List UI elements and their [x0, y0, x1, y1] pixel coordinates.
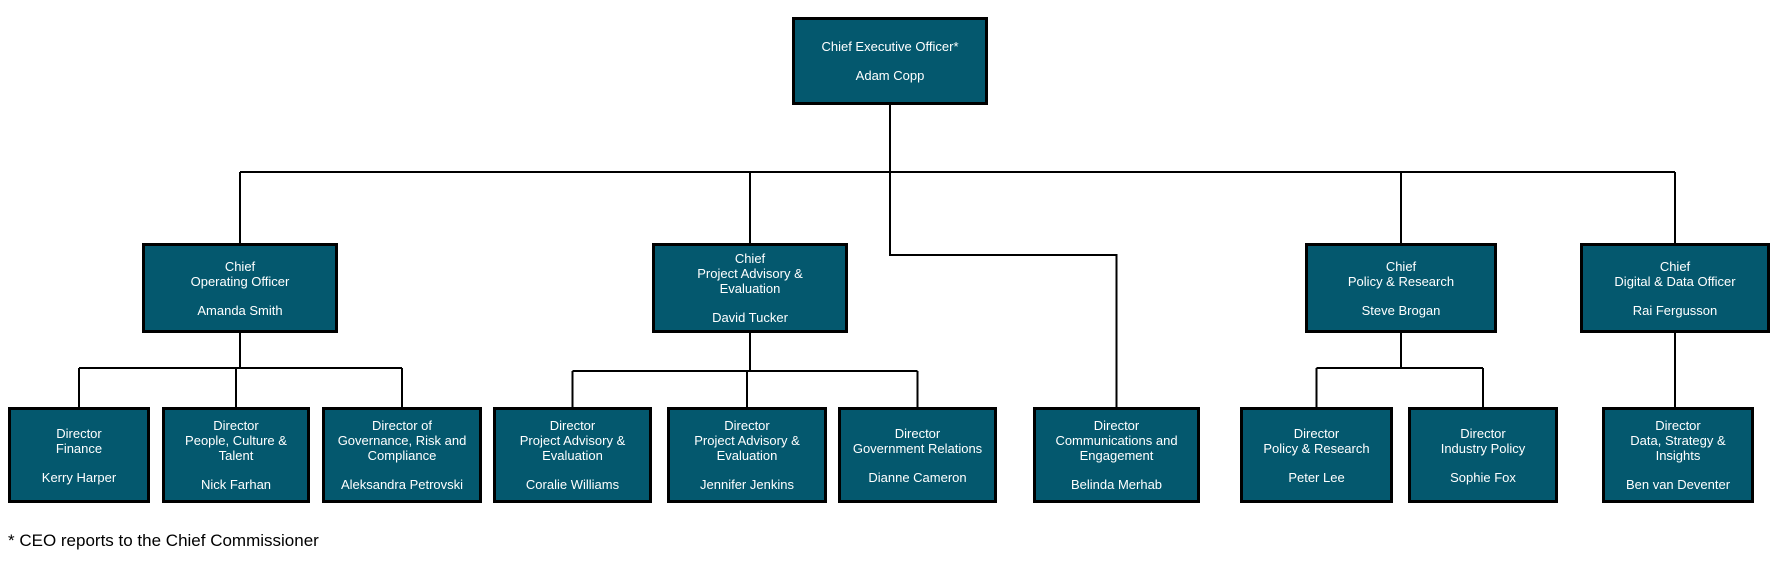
role-line: Director [1293, 425, 1340, 441]
role-line: Director [549, 418, 596, 433]
role-line: Director [1093, 418, 1140, 433]
person-name: Sophie Fox [1450, 469, 1516, 485]
role-title: Chief Executive Officer* [821, 39, 958, 54]
person-name: David Tucker [712, 310, 788, 325]
org-node-ceo: Chief Executive Officer* Adam Copp [792, 17, 988, 105]
person-name: Dianne Cameron [868, 469, 967, 485]
role-line: Chief [1659, 258, 1691, 274]
role-line: Industry Policy [1440, 440, 1526, 456]
role-line: Chief [734, 251, 766, 266]
role-line: Director [894, 425, 941, 441]
role-line: Policy & Research [1347, 273, 1455, 289]
role-line: Director [1460, 425, 1506, 441]
connector [889, 172, 1118, 407]
role-line: Project Advisory & [697, 266, 803, 281]
role-line: Finance [55, 440, 103, 456]
role-line: Policy & Research [1263, 440, 1370, 456]
role-line: Governance, Risk and [337, 433, 467, 448]
person-name: Peter Lee [1288, 469, 1345, 485]
person-name: Adam Copp [855, 68, 925, 83]
role-line: Data, Strategy & [1630, 433, 1726, 448]
role-line: Evaluation [542, 448, 603, 463]
role-line: Digital & Data Officer [1614, 273, 1736, 289]
person-name: Belinda Merhab [1070, 477, 1163, 492]
role-line: Chief Executive Officer* [821, 39, 959, 54]
role-line: Director [1655, 418, 1701, 433]
person-name: Jennifer Jenkins [700, 477, 794, 492]
role-line: People, Culture & [185, 433, 287, 448]
role-line: Evaluation [719, 281, 781, 296]
role-line: Chief [1385, 258, 1417, 274]
role-line: Operating Officer [190, 273, 290, 289]
role-line: Director [724, 418, 770, 433]
role-line: Director of [372, 418, 432, 433]
person-name: Amanda Smith [197, 302, 283, 318]
person-name: Aleksandra Petrovski [340, 477, 464, 492]
role-line: Compliance [367, 448, 437, 463]
role-line: Insights [1655, 448, 1701, 463]
role-line: Talent [218, 448, 254, 463]
role-line: Project Advisory & [694, 433, 800, 448]
role-line: Chief [224, 258, 256, 274]
person-name: Rai Fergusson [1632, 302, 1718, 318]
role-line: Project Advisory & [519, 433, 626, 448]
role-line: Director [213, 418, 259, 433]
role-line: Director [56, 425, 102, 441]
footnote: * CEO reports to the Chief Commissioner [8, 531, 319, 550]
role-line: Communications and [1055, 433, 1178, 448]
person-name: Nick Farhan [200, 477, 272, 492]
role-line: Engagement [1079, 448, 1154, 463]
person-name: Coralie Williams [525, 477, 620, 492]
person-name: Kerry Harper [41, 469, 117, 485]
person-name: Ben van Deventer [1625, 477, 1731, 492]
role-line: Evaluation [716, 448, 778, 463]
role-line: Government Relations [852, 440, 983, 456]
person-name: Steve Brogan [1361, 302, 1441, 318]
